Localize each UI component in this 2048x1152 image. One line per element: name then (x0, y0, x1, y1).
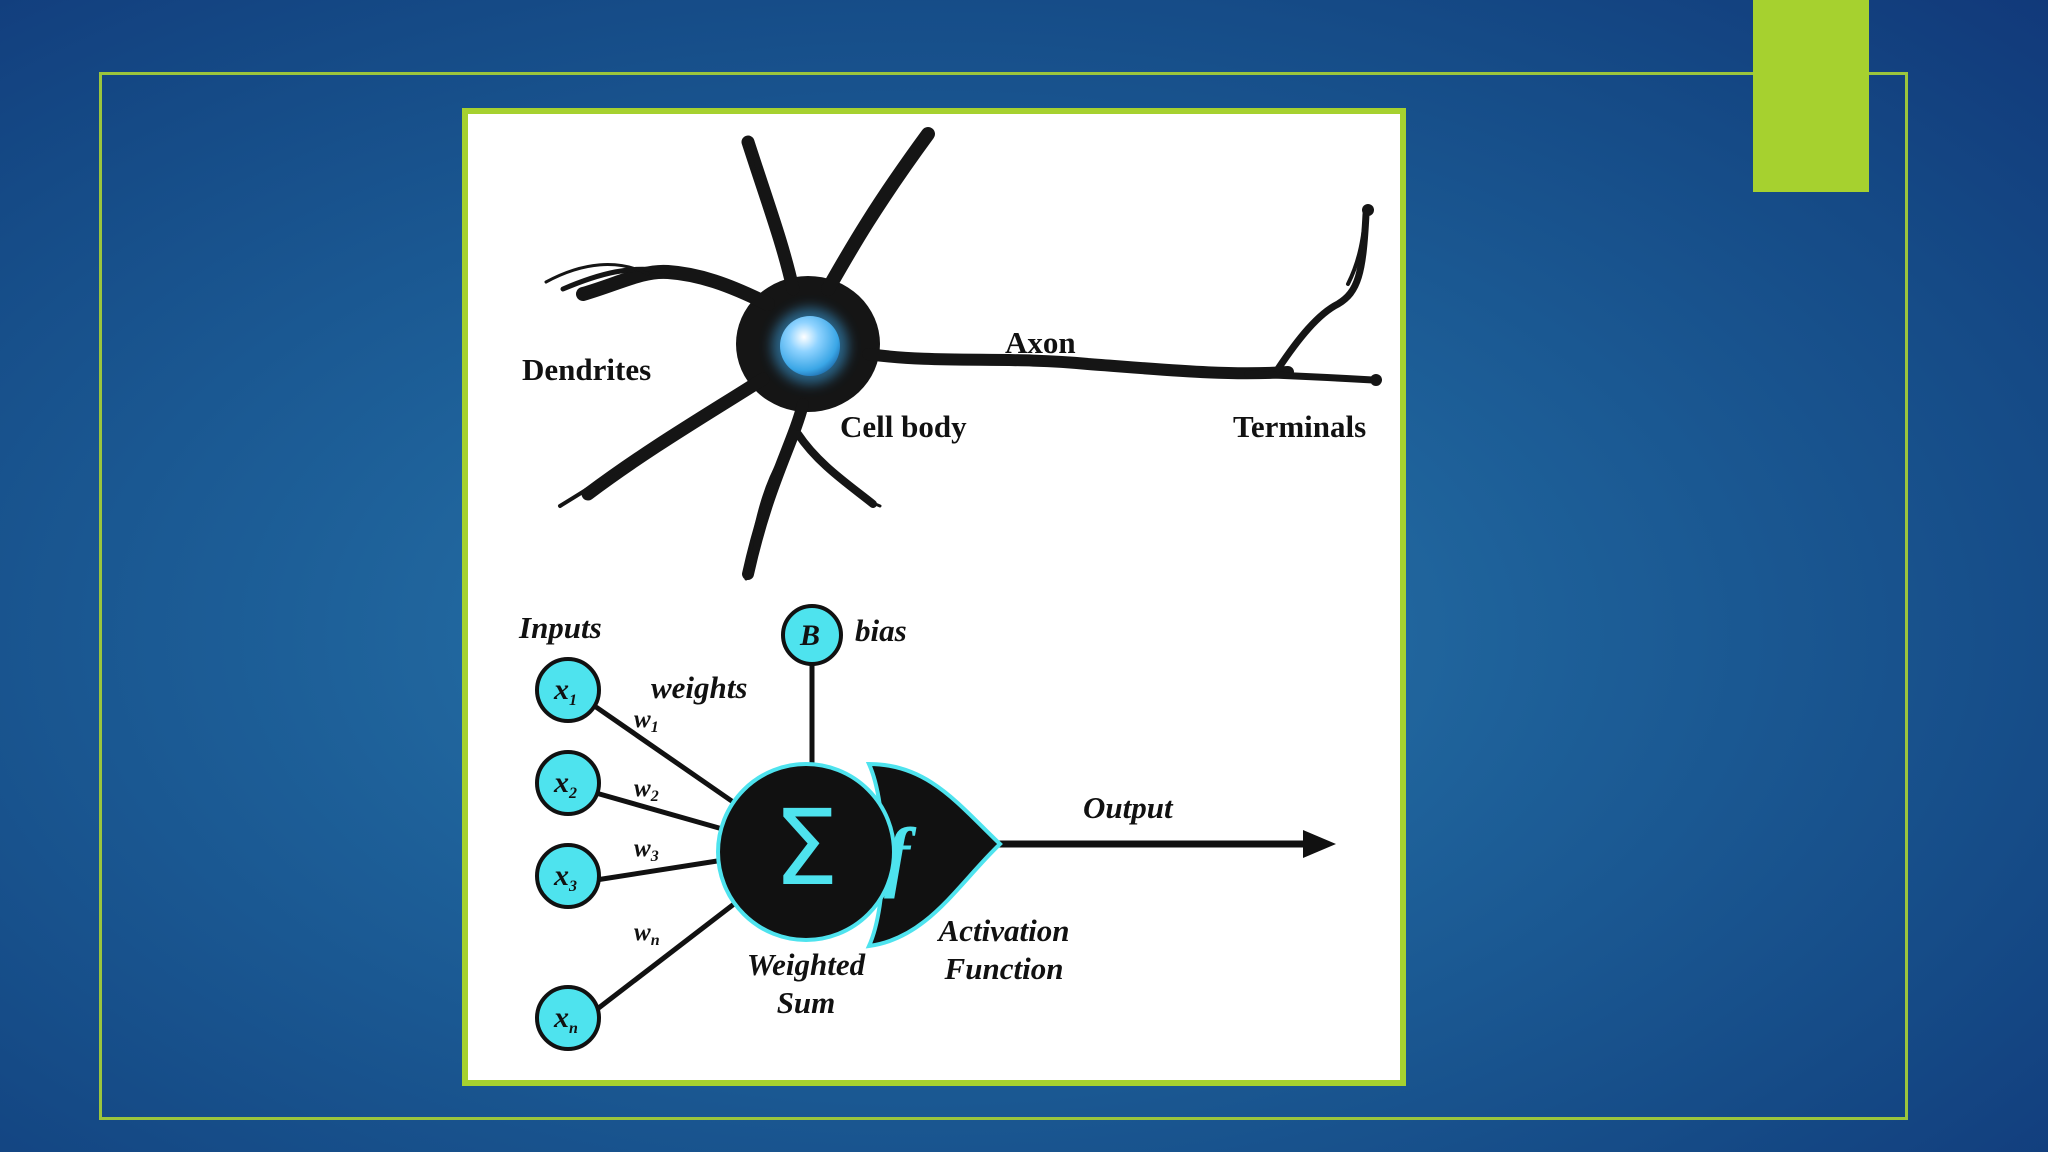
dendrite-bottom (742, 398, 809, 580)
svg-text:B: B (799, 619, 820, 652)
dendrite-bottom-branch (794, 430, 877, 508)
label-sum: Sum (777, 985, 836, 1020)
terminal-branch-up (1274, 210, 1370, 373)
label-terminals: Terminals (1233, 409, 1366, 444)
slide-frame (99, 72, 1908, 1120)
svg-text:x2: x2 (553, 766, 577, 802)
neuron-diagram: Dendrites Axon Cell body Terminals Input… (518, 127, 1382, 1051)
sum-symbol: Σ (773, 787, 839, 909)
weight-w3: w3 (634, 835, 659, 865)
label-weights: weights (651, 670, 747, 705)
dendrite-top (741, 135, 800, 296)
output-arrowhead (1303, 830, 1336, 858)
label-output: Output (1083, 790, 1174, 825)
input-node-x2[interactable]: x2 (535, 750, 601, 816)
accent-tab (1753, 0, 1869, 192)
label-activation: Activation (937, 913, 1070, 948)
edge-x1 (594, 704, 738, 807)
label-function: Function (944, 951, 1064, 986)
nucleus (780, 316, 840, 376)
perceptron-diagram: Inputs weights x1 x2 (518, 604, 1336, 1051)
bias-node[interactable]: B (781, 604, 843, 666)
biological-neuron: Dendrites Axon Cell body Terminals (522, 127, 1382, 581)
label-dendrites: Dendrites (522, 352, 651, 387)
input-node-x1[interactable]: x1 (535, 657, 601, 723)
label-axon: Axon (1005, 325, 1076, 360)
weighted-sum-node[interactable]: Σ (716, 762, 896, 942)
dendrite-upper-right (821, 127, 935, 296)
dendrite-lower-left (581, 372, 770, 501)
edge-x2 (595, 790, 727, 833)
svg-text:x1: x1 (553, 673, 577, 709)
axon-shape (862, 348, 1294, 380)
terminal-knob-right (1370, 374, 1382, 386)
svg-text:xn: xn (553, 1001, 578, 1037)
figure-panel: Dendrites Axon Cell body Terminals Input… (462, 108, 1406, 1086)
label-weighted: Weighted (747, 947, 866, 982)
weight-wn: wn (634, 919, 660, 949)
input-node-x3[interactable]: x3 (535, 843, 601, 909)
terminal-knob-top (1362, 204, 1374, 216)
label-cell-body: Cell body (840, 409, 967, 444)
edge-xn (594, 902, 736, 1012)
input-node-xn[interactable]: xn (535, 985, 601, 1051)
dendrite-upper-left (576, 264, 775, 311)
weight-w1: w1 (634, 706, 659, 736)
svg-text:x3: x3 (553, 859, 577, 895)
label-inputs: Inputs (518, 610, 602, 645)
weight-w2: w2 (634, 775, 659, 805)
label-bias: bias (855, 613, 907, 648)
edge-x3 (595, 856, 731, 883)
